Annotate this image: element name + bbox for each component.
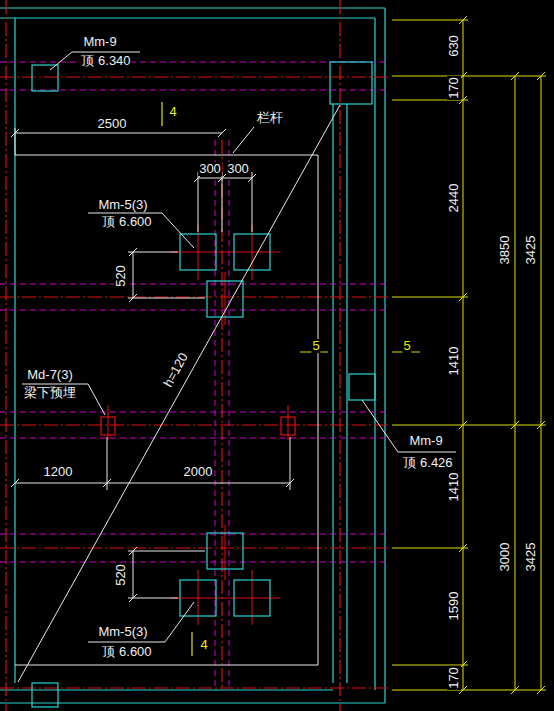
leader-line xyxy=(22,52,456,642)
dimension-line xyxy=(11,128,294,602)
elevation-note: 顶 6.600 xyxy=(101,645,152,659)
note-text: 梁下预埋 xyxy=(23,386,77,400)
plate-mark: Mm-5(3) xyxy=(97,198,148,212)
embedded-plate xyxy=(234,580,270,616)
part-name: 栏杆 xyxy=(256,111,284,125)
elevation-note: 顶 6.426 xyxy=(402,456,453,470)
embedded-plate xyxy=(180,580,216,616)
plate-mark: Mm-5(3) xyxy=(97,625,148,639)
embedded-plate xyxy=(349,374,375,400)
embedded-plate xyxy=(32,683,58,707)
embedded-plate xyxy=(32,65,58,91)
slab-outline xyxy=(15,105,340,682)
section-number: 5 xyxy=(311,339,320,353)
section-mark xyxy=(162,102,420,656)
embedded-plate xyxy=(330,62,372,104)
dimension-text: 2000 xyxy=(183,465,214,479)
elevation-note: 顶 6.340 xyxy=(80,54,131,68)
dimension-text: 3000 xyxy=(498,542,512,573)
embedded-part xyxy=(101,417,295,435)
section-number: 4 xyxy=(199,638,208,652)
section-number: 4 xyxy=(168,105,177,119)
dimension-text: 2500 xyxy=(97,117,128,131)
hidden-beam-line xyxy=(0,62,390,690)
embedded-plate xyxy=(207,533,243,569)
dimension-text: 3850 xyxy=(498,235,512,266)
dimension-text: 170 xyxy=(447,76,461,100)
dimension-text: 3425 xyxy=(524,542,538,573)
plate-centre-line xyxy=(108,225,288,625)
dimension-line xyxy=(392,16,546,694)
dimension-text: 300 xyxy=(198,162,222,176)
plate-mark: Mm-9 xyxy=(82,35,117,49)
dimension-text: 2440 xyxy=(447,183,461,214)
section-number: 5 xyxy=(402,339,411,353)
dimension-text: 170 xyxy=(447,666,461,690)
dimension-text: 520 xyxy=(114,264,128,288)
beam-outline xyxy=(0,8,385,703)
embedded-part xyxy=(101,417,115,435)
embedded-part xyxy=(281,417,295,435)
elevation-note: 顶 6.600 xyxy=(101,215,152,229)
dimension-text: 3425 xyxy=(524,235,538,266)
axis-line xyxy=(0,0,390,711)
embedded-plate xyxy=(180,234,216,270)
dimension-text: 520 xyxy=(114,563,128,587)
thickness-note: h=120 xyxy=(161,350,192,390)
plate-mark: Md-7(3) xyxy=(26,368,74,382)
dimension-text: 630 xyxy=(447,34,461,58)
dimension-text: 1590 xyxy=(447,591,461,622)
dimension-text: 1200 xyxy=(43,465,74,479)
dimension-text: 1410 xyxy=(447,472,461,503)
dimension-text: 1410 xyxy=(447,346,461,377)
dimension-text: 300 xyxy=(226,162,250,176)
plate-mark: Mm-9 xyxy=(408,434,443,448)
